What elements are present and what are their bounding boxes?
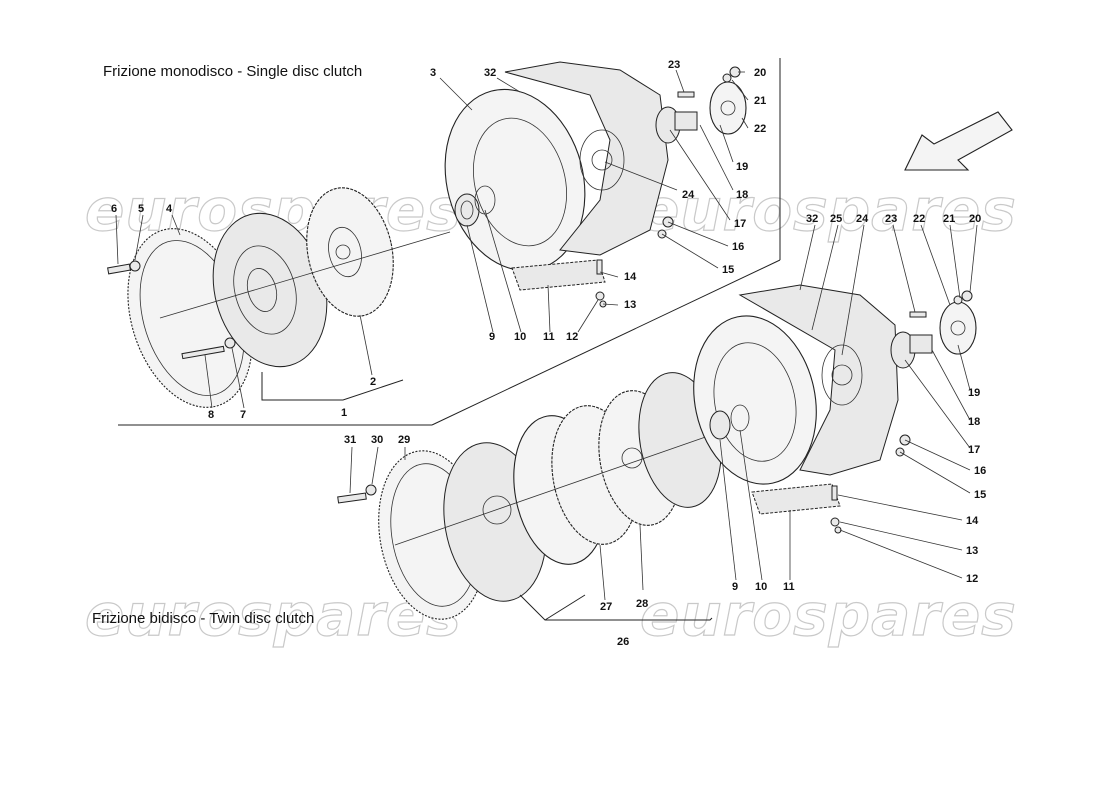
cover-plate-22 xyxy=(709,81,747,135)
bolt-8 xyxy=(181,345,225,360)
flywheel-housing-twin xyxy=(693,315,817,485)
single-disc-clutch-assembly xyxy=(107,187,451,408)
callout-19: 19 xyxy=(736,161,748,173)
direction-arrow-icon xyxy=(904,111,1013,171)
callout-twin-25: 25 xyxy=(830,213,842,225)
callout-twin-22: 22 xyxy=(913,213,925,225)
callout-23: 23 xyxy=(668,59,680,71)
callout-twin-19: 19 xyxy=(968,387,980,399)
callout-twin-13: 13 xyxy=(966,545,978,557)
callout-twin-15: 15 xyxy=(974,489,986,501)
callout-twin-27: 27 xyxy=(600,601,612,613)
callout-3: 3 xyxy=(430,67,436,79)
callout-16: 16 xyxy=(732,241,744,253)
callout-21: 21 xyxy=(754,95,766,107)
watermark-left-bottom: eurospares xyxy=(85,581,462,649)
callout-twin-16: 16 xyxy=(974,465,986,477)
bolt-31 xyxy=(337,492,367,504)
seal-twin-9 xyxy=(709,410,731,440)
callout-20: 20 xyxy=(754,67,766,79)
callout-1: 1 xyxy=(341,407,347,419)
callout-22: 22 xyxy=(754,123,766,135)
watermark-group: eurospares eurospares eurospares eurospa… xyxy=(84,175,1017,649)
callout-6: 6 xyxy=(111,203,117,215)
callout-twin-21: 21 xyxy=(943,213,955,225)
callout-14: 14 xyxy=(624,271,637,283)
callout-twin-18: 18 xyxy=(968,416,980,428)
callout-12: 12 xyxy=(566,331,578,343)
bolt-6 xyxy=(107,263,131,275)
callouts-twin: 32 25 24 23 22 21 20 19 18 17 16 15 14 1… xyxy=(344,213,986,648)
callout-4: 4 xyxy=(166,203,173,215)
callout-5: 5 xyxy=(138,203,144,215)
callout-9: 9 xyxy=(489,331,495,343)
callout-twin-10: 10 xyxy=(755,581,767,593)
twin-bellhousing xyxy=(693,284,977,534)
callout-24: 24 xyxy=(682,189,695,201)
callout-twin-14: 14 xyxy=(966,515,979,527)
watermark-right-bottom: eurospares xyxy=(640,581,1017,649)
callout-7: 7 xyxy=(240,409,246,421)
callout-twin-12: 12 xyxy=(966,573,978,585)
callout-twin-20: 20 xyxy=(969,213,981,225)
watermark-right-top: eurospares xyxy=(640,176,1017,244)
callout-17: 17 xyxy=(734,218,746,230)
stud-twin-23 xyxy=(909,311,927,318)
callout-twin-29: 29 xyxy=(398,434,410,446)
callout-twin-30: 30 xyxy=(371,434,383,446)
callout-twin-17: 17 xyxy=(968,444,980,456)
callout-twin-26: 26 xyxy=(617,636,629,648)
callout-2: 2 xyxy=(370,376,376,388)
callout-twin-24: 24 xyxy=(856,213,869,225)
callout-10: 10 xyxy=(514,331,526,343)
callout-8: 8 xyxy=(208,409,214,421)
bracket-11 xyxy=(511,259,606,291)
callout-15: 15 xyxy=(722,264,734,276)
callout-twin-31: 31 xyxy=(344,434,356,446)
callout-twin-23: 23 xyxy=(885,213,897,225)
callout-twin-32: 32 xyxy=(806,213,818,225)
callout-twin-9: 9 xyxy=(732,581,738,593)
section-separator xyxy=(118,58,781,426)
single-bellhousing xyxy=(444,61,747,308)
callout-18: 18 xyxy=(736,189,748,201)
callout-twin-28: 28 xyxy=(636,598,648,610)
callout-twin-11: 11 xyxy=(783,581,795,593)
callout-11: 11 xyxy=(543,331,555,343)
flywheel-housing-3 xyxy=(444,88,586,272)
callout-13: 13 xyxy=(624,299,636,311)
bracket-twin-11 xyxy=(751,483,841,515)
caption-twin-disc-clutch: Frizione bidisco - Twin disc clutch xyxy=(92,610,315,627)
leader-lines xyxy=(115,69,978,601)
stud-23 xyxy=(677,91,695,98)
callouts-single: 3 32 23 20 21 22 19 18 24 17 16 15 14 13… xyxy=(111,59,766,421)
callout-32: 32 xyxy=(484,67,496,79)
caption-single-disc-clutch: Frizione monodisco - Single disc clutch xyxy=(103,63,363,80)
